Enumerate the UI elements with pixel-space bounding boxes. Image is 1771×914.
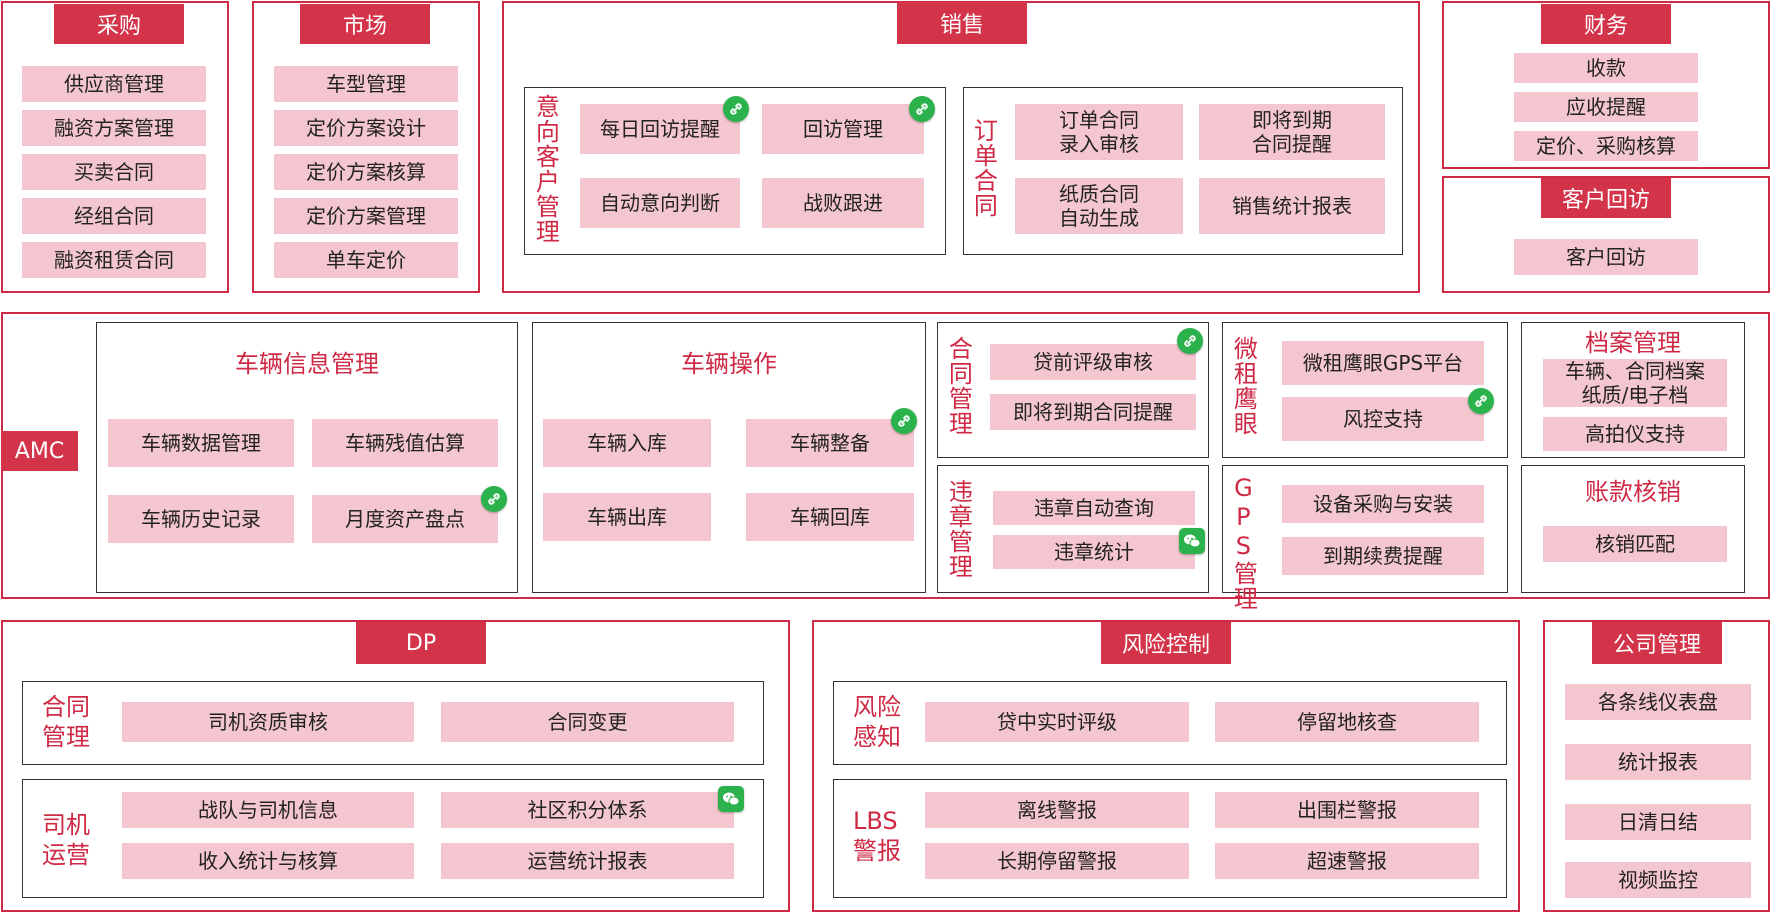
dp-driver-item[interactable]: 运营统计报表 [441,843,734,879]
risk-perception-item[interactable]: 贷中实时评级 [925,702,1189,742]
procurement-item[interactable]: 融资方案管理 [22,110,206,146]
order-item[interactable]: 纸质合同 自动生成 [1015,178,1183,234]
gps-label: GPS管理 [1229,474,1258,611]
amc-contract-item[interactable]: 即将到期合同提醒 [990,394,1196,430]
vehicle-info-title: 车辆信息管理 [235,350,379,378]
dp-title: DP [356,622,486,664]
vehicle-info-item[interactable]: 车辆数据管理 [108,419,294,467]
order-item[interactable]: 订单合同 录入审核 [1015,104,1183,160]
order-item[interactable]: 即将到期 合同提醒 [1199,104,1385,160]
risk-title: 风险控制 [1101,622,1231,664]
intent-item[interactable]: 回访管理 [762,104,924,154]
mini-program-link-icon[interactable] [723,96,749,122]
company-item[interactable]: 各条线仪表盘 [1565,684,1751,720]
lbs-item[interactable]: 超速警报 [1215,843,1479,879]
risk-perception-label: 风险 感知 [853,693,901,751]
vehicle-info-item[interactable]: 月度资产盘点 [312,495,498,543]
risk-perception-item[interactable]: 停留地核查 [1215,702,1479,742]
gps-item[interactable]: 设备采购与安装 [1282,485,1484,523]
dp-driver-item[interactable]: 社区积分体系 [441,792,734,828]
finance-item[interactable]: 收款 [1514,53,1698,83]
violation-box [937,465,1209,593]
procurement-title: 采购 [54,4,184,44]
procurement-item[interactable]: 买卖合同 [22,154,206,190]
vehicle-info-item[interactable]: 车辆历史记录 [108,495,294,543]
company-title: 公司管理 [1592,622,1722,664]
amc-label: AMC [1,431,78,471]
customer-visit-item[interactable]: 客户回访 [1514,239,1698,275]
intent-customer-label: 意向客户管理 [531,94,560,244]
amc-contract-item[interactable]: 贷前评级审核 [990,344,1196,380]
dp-contract-item[interactable]: 合同变更 [441,702,734,742]
mini-program-link-icon[interactable] [891,408,917,434]
sales-title: 销售 [897,2,1027,44]
vehicle-ops-title: 车辆操作 [681,350,777,378]
vehicle-ops-item[interactable]: 车辆入库 [543,419,711,467]
archive-title: 档案管理 [1585,329,1681,357]
wechat-icon[interactable] [718,786,744,812]
finance-title: 财务 [1541,4,1671,44]
account-item[interactable]: 核销匹配 [1543,526,1727,562]
market-title: 市场 [300,4,430,44]
weizu-item[interactable]: 微租鹰眼GPS平台 [1282,341,1484,385]
violation-item[interactable]: 违章统计 [993,535,1195,569]
market-item[interactable]: 定价方案设计 [274,110,458,146]
finance-item[interactable]: 定价、采购核算 [1514,131,1698,161]
archive-item[interactable]: 高拍仪支持 [1543,417,1727,451]
dp-contract-item[interactable]: 司机资质审核 [122,702,414,742]
lbs-item[interactable]: 长期停留警报 [925,843,1189,879]
gps-item[interactable]: 到期续费提醒 [1282,537,1484,575]
intent-item[interactable]: 每日回访提醒 [580,104,740,154]
vehicle-ops-item[interactable]: 车辆整备 [746,419,914,467]
order-contract-label: 订单合同 [969,118,998,218]
dp-driver-label: 司机 运营 [42,811,90,869]
market-item[interactable]: 单车定价 [274,242,458,278]
market-item[interactable]: 车型管理 [274,66,458,102]
account-title: 账款核销 [1585,478,1681,506]
violation-label: 违章管理 [944,479,973,579]
finance-item[interactable]: 应收提醒 [1514,92,1698,122]
mini-program-link-icon[interactable] [1177,328,1203,354]
company-item[interactable]: 视频监控 [1565,862,1751,898]
weizu-label: 微租鹰眼 [1229,336,1258,436]
intent-item[interactable]: 战败跟进 [762,178,924,228]
company-item[interactable]: 统计报表 [1565,744,1751,780]
dp-contract-label: 合同 管理 [42,693,90,751]
mini-program-link-icon[interactable] [1468,388,1494,414]
market-item[interactable]: 定价方案核算 [274,154,458,190]
dp-driver-item[interactable]: 收入统计与核算 [122,843,414,879]
mini-program-link-icon[interactable] [481,486,507,512]
lbs-item[interactable]: 出围栏警报 [1215,792,1479,828]
vehicle-ops-item[interactable]: 车辆回库 [746,493,914,541]
intent-item[interactable]: 自动意向判断 [580,178,740,228]
vehicle-info-item[interactable]: 车辆残值估算 [312,419,498,467]
amc-contract-box [937,322,1209,458]
procurement-item[interactable]: 经组合同 [22,198,206,234]
customer-visit-title: 客户回访 [1541,178,1671,218]
lbs-item[interactable]: 离线警报 [925,792,1189,828]
archive-item[interactable]: 车辆、合同档案 纸质/电子档 [1543,359,1727,407]
weizu-item[interactable]: 风控支持 [1282,397,1484,441]
amc-contract-label: 合同管理 [944,336,973,436]
order-item[interactable]: 销售统计报表 [1199,178,1385,234]
procurement-item[interactable]: 供应商管理 [22,66,206,102]
vehicle-ops-item[interactable]: 车辆出库 [543,493,711,541]
violation-item[interactable]: 违章自动查询 [993,491,1195,525]
procurement-item[interactable]: 融资租赁合同 [22,242,206,278]
lbs-label: LBS 警报 [853,807,901,865]
market-item[interactable]: 定价方案管理 [274,198,458,234]
mini-program-link-icon[interactable] [909,96,935,122]
dp-driver-item[interactable]: 战队与司机信息 [122,792,414,828]
wechat-icon[interactable] [1179,528,1205,554]
company-item[interactable]: 日清日结 [1565,804,1751,840]
